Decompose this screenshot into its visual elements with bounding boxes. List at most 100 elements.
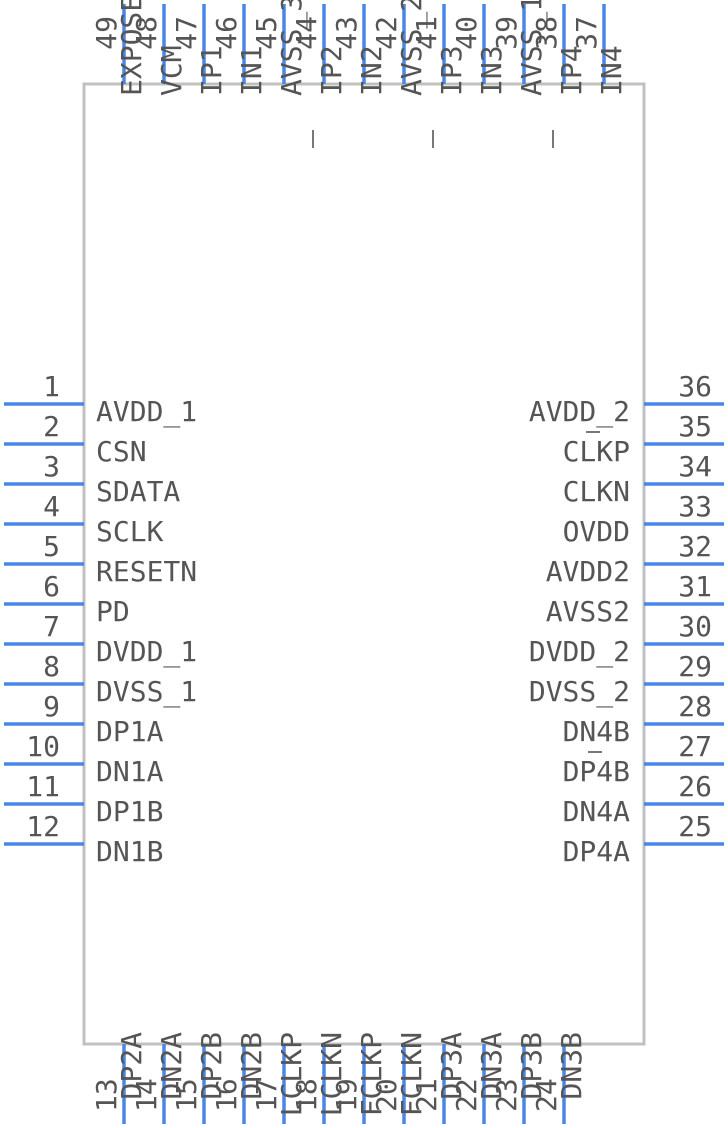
pin-46-label: IN1: [235, 45, 268, 96]
pin-16-number: 16: [210, 1078, 243, 1112]
pin-40-number: 40: [450, 16, 483, 50]
pin-46-number: 46: [210, 16, 243, 50]
pin-7-label: DVDD_1: [96, 635, 197, 669]
pin-48-number: 48: [130, 16, 163, 50]
pin-2-label: CSN: [96, 435, 147, 468]
pin-39-number: 39: [490, 16, 523, 50]
pin-13-label: DP2A: [115, 1032, 148, 1100]
pin-20-label: FCLKN: [395, 1032, 428, 1116]
pin-23-number: 23: [490, 1078, 523, 1112]
pin-40-label: IN3: [475, 45, 508, 96]
pin-10-label: DN1A: [96, 755, 164, 788]
pin-24-number: 24: [530, 1078, 563, 1112]
pin-5-label: RESETN: [96, 555, 197, 588]
pin-4-label: SCLK: [96, 515, 164, 548]
pin-1-label: AVDD_1: [96, 395, 197, 429]
pin-33-number: 33: [678, 490, 712, 523]
pin-32-label: AVDD2: [546, 555, 630, 588]
pin-14-label: DN2A: [155, 1032, 188, 1100]
pin-2-number: 2: [43, 410, 60, 443]
pin-12-label: DN1B: [96, 835, 163, 868]
pin-33-label: OVDD: [563, 515, 630, 548]
bottom-pins: 13DP2A14DN2A15DP2B16DN2B17LCLKP18LCLKN19…: [90, 1032, 588, 1124]
pin-36-number: 36: [678, 370, 712, 403]
pin-13-number: 13: [90, 1078, 123, 1112]
pin-8-number: 8: [43, 650, 60, 683]
pin-11-label: DP1B: [96, 795, 163, 828]
label-overlines: [312, 130, 602, 753]
pin-15-label: DP2B: [195, 1032, 228, 1099]
pin-18-label: LCLKN: [315, 1032, 348, 1116]
pin-35-number: 35: [678, 410, 712, 443]
pin-5-number: 5: [43, 530, 60, 563]
pin-43-label: IN2: [355, 45, 388, 96]
pin-23-label: DP3B: [515, 1032, 548, 1099]
pin-49-label: EXPOSED_PAD: [115, 0, 149, 96]
pin-49-number: 49: [90, 16, 123, 50]
pin-7-number: 7: [43, 610, 60, 643]
pin-26-number: 26: [678, 770, 712, 803]
pin-1-number: 1: [43, 370, 60, 403]
pin-6-label: PD: [96, 595, 130, 628]
pin-38-label: IP4: [555, 45, 588, 96]
pin-45-number: 45: [250, 16, 283, 50]
pin-12-number: 12: [26, 810, 60, 843]
pin-19-label: FCLKP: [355, 1032, 388, 1116]
pin-35-label: CLKP: [563, 435, 630, 468]
pin-18-number: 18: [290, 1078, 323, 1112]
top-pins: 49EXPOSED_PAD48VCM47IP146IN145AVSS_344IP…: [90, 0, 628, 96]
pin-20-number: 20: [370, 1078, 403, 1112]
pin-44-number: 44: [290, 16, 323, 50]
ic-body: [82, 82, 646, 1046]
pin-21-label: DP3A: [435, 1032, 468, 1100]
pin-39-label: AVSS_1: [515, 0, 549, 96]
pin-25-label: DP4A: [563, 835, 631, 868]
pin-4-number: 4: [43, 490, 60, 523]
pin-48-label: VCM: [155, 45, 188, 96]
pin-17-number: 17: [250, 1078, 283, 1112]
pin-28-label: DN4B: [563, 715, 630, 748]
pin-45-label: AVSS_3: [275, 0, 309, 96]
pin-24-label: DN3B: [555, 1032, 588, 1099]
pin-6-number: 6: [43, 570, 60, 603]
pin-30-number: 30: [678, 610, 712, 643]
pin-9-number: 9: [43, 690, 60, 723]
pin-34-number: 34: [678, 450, 712, 483]
pin-28-number: 28: [678, 690, 712, 723]
pin-31-number: 31: [678, 570, 712, 603]
pin-17-label: LCLKP: [275, 1032, 308, 1116]
pin-32-number: 32: [678, 530, 712, 563]
pin-27-number: 27: [678, 730, 712, 763]
pin-36-label: AVDD_2: [529, 395, 630, 429]
pin-16-label: DN2B: [235, 1032, 268, 1099]
pin-47-label: IP1: [195, 45, 228, 96]
pin-44-label: IP2: [315, 45, 348, 96]
pin-3-number: 3: [43, 450, 60, 483]
pin-9-label: DP1A: [96, 715, 164, 748]
pin-19-number: 19: [330, 1078, 363, 1112]
pin-15-number: 15: [170, 1078, 203, 1112]
pin-38-number: 38: [530, 16, 563, 50]
pin-42-number: 42: [370, 16, 403, 50]
pin-8-label: DVSS_1: [96, 675, 197, 709]
pin-47-number: 47: [170, 16, 203, 50]
pin-42-label: AVSS_2: [395, 0, 429, 96]
pin-10-number: 10: [26, 730, 60, 763]
pin-21-number: 21: [410, 1078, 443, 1112]
pin-31-label: AVSS2: [546, 595, 630, 628]
pin-41-number: 41: [410, 16, 443, 50]
pin-34-label: CLKN: [563, 475, 630, 508]
pin-41-label: IP3: [435, 45, 468, 96]
pin-3-label: SDATA: [96, 475, 180, 508]
pin-11-number: 11: [26, 770, 60, 803]
pin-37-number: 37: [570, 16, 603, 50]
pin-43-number: 43: [330, 16, 363, 50]
pin-27-label: DP4B: [563, 755, 630, 788]
pin-22-label: DN3A: [475, 1032, 508, 1100]
pin-29-number: 29: [678, 650, 712, 683]
pin-22-number: 22: [450, 1078, 483, 1112]
pin-29-label: DVSS_2: [529, 675, 630, 709]
